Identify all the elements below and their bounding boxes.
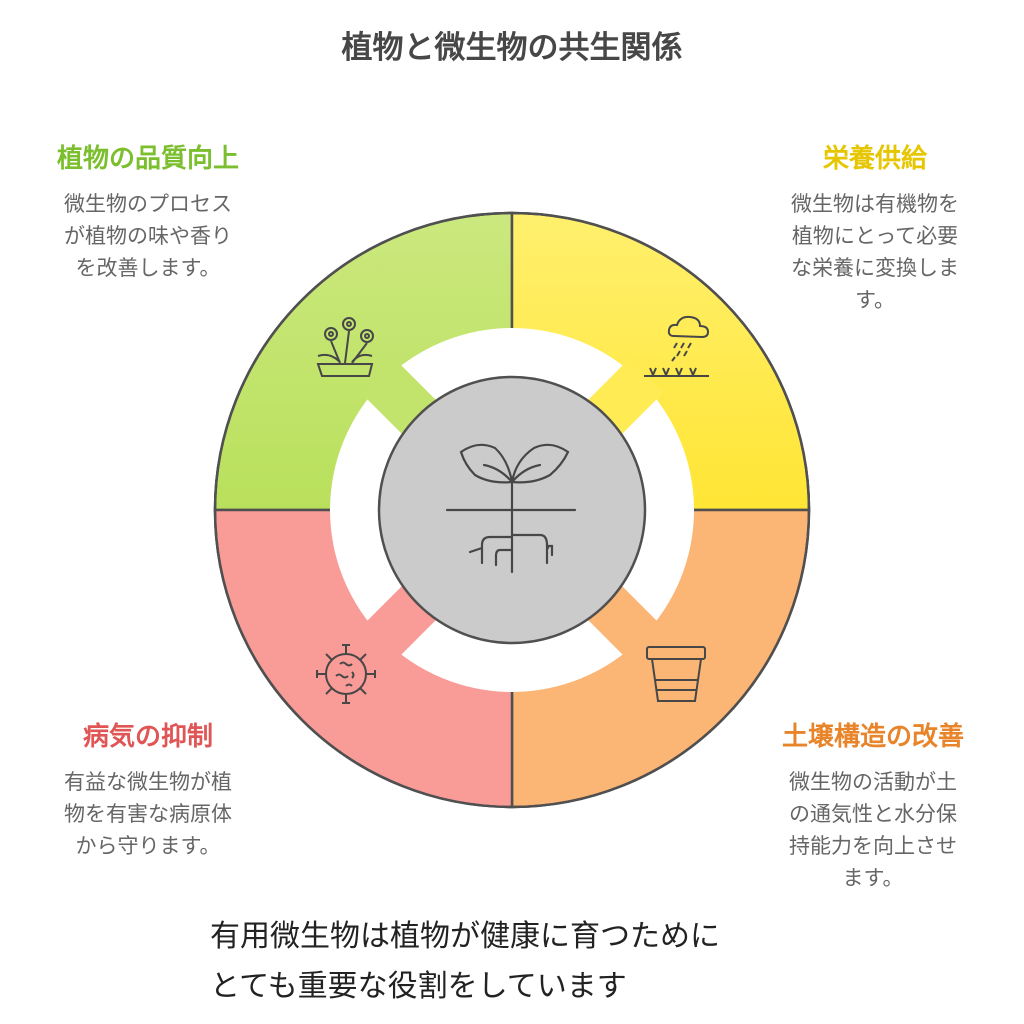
plant-pot-icon: [646, 646, 706, 702]
section-text-line: 物を有害な病原体: [64, 802, 232, 826]
summary-line: とても重要な役割をしています: [210, 969, 627, 1004]
summary-text: 有用微生物は植物が健康に育つために とても重要な役割をしています: [210, 912, 720, 1012]
summary-line: 有用微生物は植物が健康に育つために: [210, 919, 720, 954]
section-heading: 栄養供給: [822, 144, 927, 174]
section-text-line: の通気性と水分保: [789, 802, 957, 826]
section-nutrient-supply: 栄養供給 微生物は有機物を 植物にとって必要 な栄養に変換しま す。: [735, 142, 1015, 316]
page-title: 植物と微生物の共生関係: [341, 30, 683, 66]
sprout-roots-icon: [445, 443, 577, 574]
section-text-line: な栄養に変換しま: [791, 256, 959, 280]
section-text-line: を改善します。: [75, 256, 221, 280]
virus-icon: [316, 644, 376, 704]
section-text-line: 微生物は有機物を: [791, 192, 959, 216]
section-heading: 植物の品質向上: [56, 144, 239, 174]
rain-cloud-icon: [644, 315, 710, 378]
section-heading: 土壌構造の改善: [781, 722, 964, 752]
section-soil-structure: 土壌構造の改善 微生物の活動が土 の通気性と水分保 持能力を向上させ ます。: [733, 720, 1013, 894]
section-text-line: が植物の味や香り: [64, 224, 232, 248]
section-text-line: 有益な微生物が植: [64, 770, 232, 794]
section-text-line: から守ります。: [75, 834, 221, 858]
section-text-line: す。: [855, 288, 895, 312]
section-heading: 病気の抑制: [82, 722, 213, 752]
section-plant-quality: 植物の品質向上 微生物のプロセス が植物の味や香り を改善します。: [8, 142, 288, 284]
section-text-line: 植物にとって必要: [791, 224, 959, 248]
flower-pot-icon: [316, 317, 374, 377]
section-text-line: 微生物のプロセス: [64, 192, 232, 216]
section-text-line: 微生物の活動が土: [789, 770, 957, 794]
section-disease-suppression: 病気の抑制 有益な微生物が植 物を有害な病原体 から守ります。: [8, 720, 288, 862]
section-text-line: 持能力を向上させ: [789, 834, 957, 858]
section-text-line: ます。: [842, 866, 904, 890]
